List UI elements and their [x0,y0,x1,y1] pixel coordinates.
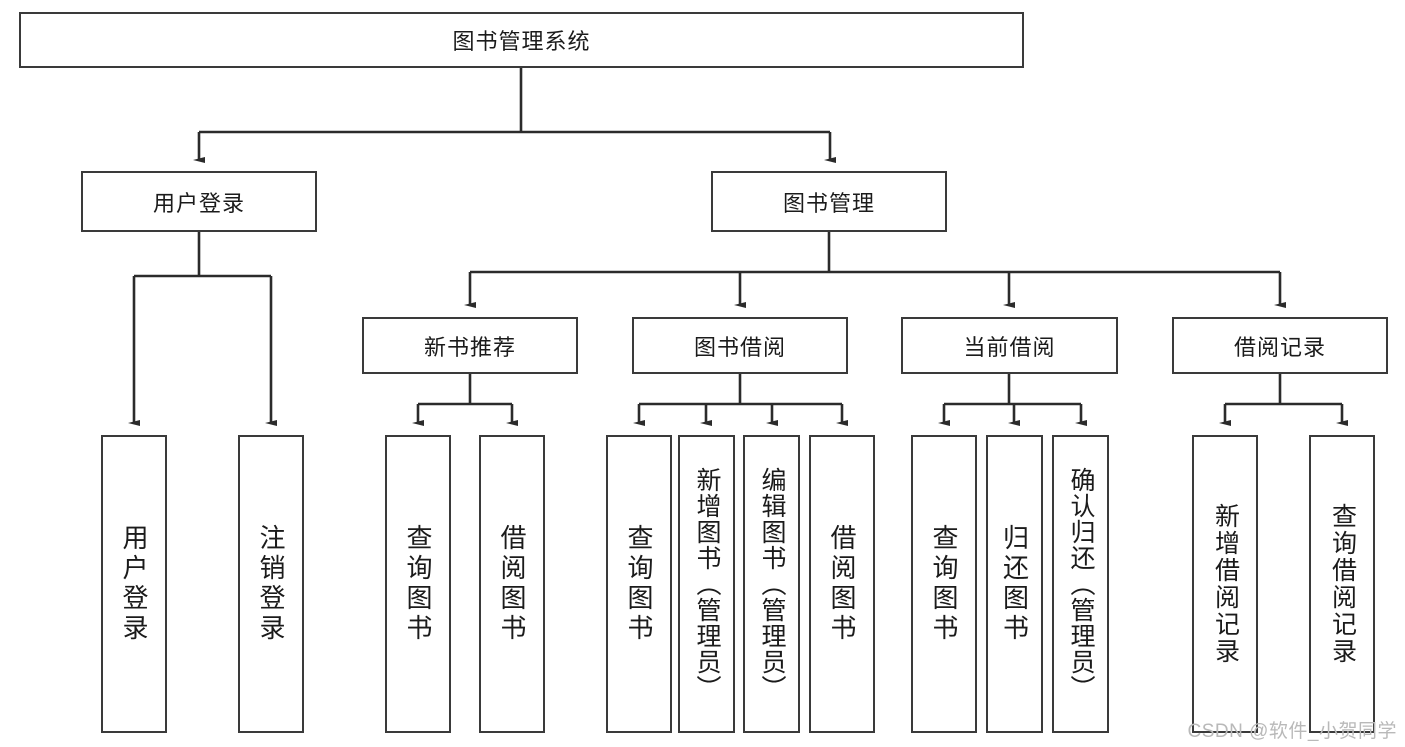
node-leaf-record-query[interactable]: 查询借阅记录 [1309,435,1375,733]
node-leaf-cur-confirm[interactable]: 确认归还（管理员） [1052,435,1109,733]
node-leaf-record-query-label: 查询借阅记录 [1328,503,1357,665]
node-leaf-borrow-add[interactable]: 新增图书（管理员） [678,435,735,733]
node-borrow-record[interactable]: 借阅记录 [1172,317,1388,374]
node-current-borrow[interactable]: 当前借阅 [901,317,1118,374]
node-leaf-rec-query-label: 查询图书 [403,524,433,644]
node-leaf-cur-return[interactable]: 归还图书 [986,435,1043,733]
node-user-login[interactable]: 用户登录 [81,171,317,232]
node-leaf-borrow-add-label: 新增图书（管理员） [693,467,721,701]
node-leaf-user-login-label: 用户登录 [119,524,149,644]
node-leaf-user-logout[interactable]: 注销登录 [238,435,304,733]
node-new-book-rec-label: 新书推荐 [423,334,516,360]
node-leaf-user-logout-label: 注销登录 [256,524,286,644]
node-leaf-borrow-query-label: 查询图书 [624,524,654,644]
node-leaf-borrow-edit[interactable]: 编辑图书（管理员） [743,435,800,733]
node-root[interactable]: 图书管理系统 [19,12,1024,68]
node-new-book-rec[interactable]: 新书推荐 [362,317,578,374]
node-leaf-record-add[interactable]: 新增借阅记录 [1192,435,1258,733]
node-user-login-label: 用户登录 [152,190,245,216]
node-book-borrow[interactable]: 图书借阅 [632,317,848,374]
node-leaf-rec-query[interactable]: 查询图书 [385,435,451,733]
node-leaf-cur-query-label: 查询图书 [929,524,959,644]
node-root-label: 图书管理系统 [452,29,591,54]
node-current-borrow-label: 当前借阅 [963,334,1056,360]
csdn-watermark: CSDN @软件_小贺同学 [1187,721,1397,742]
node-leaf-rec-borrow-label: 借阅图书 [497,524,527,644]
node-leaf-rec-borrow[interactable]: 借阅图书 [479,435,545,733]
node-leaf-cur-confirm-label: 确认归还（管理员） [1067,467,1095,701]
node-leaf-cur-query[interactable]: 查询图书 [911,435,977,733]
node-leaf-record-add-label: 新增借阅记录 [1211,503,1240,665]
node-leaf-borrow-query[interactable]: 查询图书 [606,435,672,733]
node-leaf-borrow-edit-label: 编辑图书（管理员） [758,467,786,701]
node-borrow-record-label: 借阅记录 [1233,334,1326,360]
node-leaf-user-login[interactable]: 用户登录 [101,435,167,733]
node-book-manage[interactable]: 图书管理 [711,171,947,232]
node-book-borrow-label: 图书借阅 [693,334,786,360]
node-leaf-borrow-lend[interactable]: 借阅图书 [809,435,875,733]
node-book-manage-label: 图书管理 [782,190,875,216]
node-leaf-borrow-lend-label: 借阅图书 [827,524,857,644]
node-leaf-cur-return-label: 归还图书 [999,524,1030,644]
